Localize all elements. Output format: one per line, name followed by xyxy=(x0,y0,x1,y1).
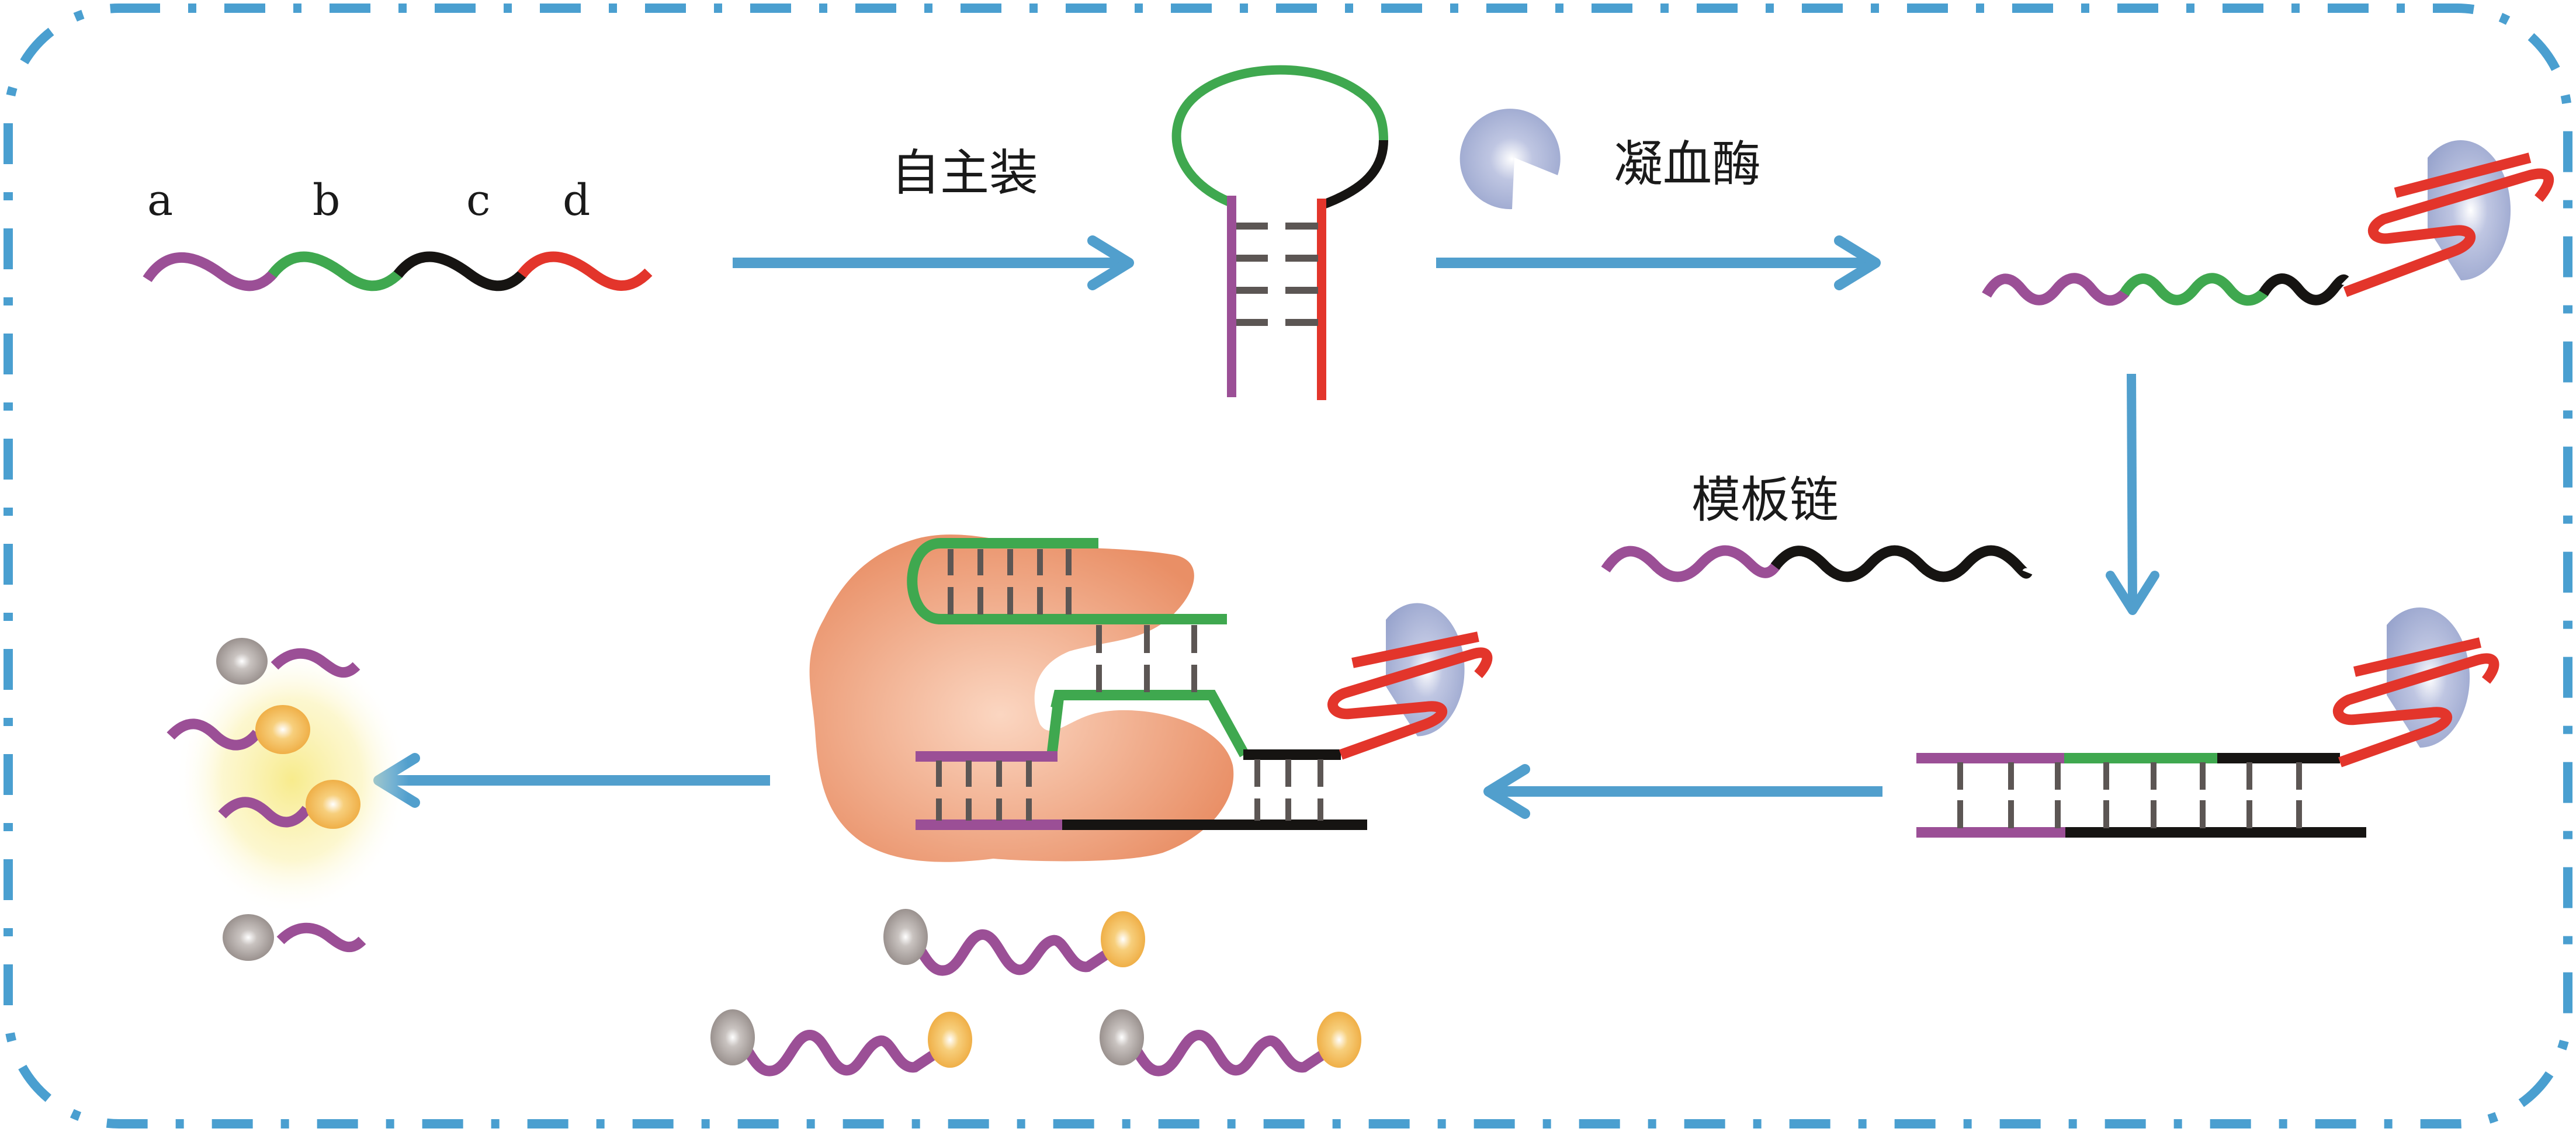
arrow-right-icon xyxy=(1436,235,1881,290)
beacon xyxy=(710,1009,972,1077)
fluorophore xyxy=(928,1012,972,1068)
segment-c xyxy=(2259,273,2349,305)
template-strand-label: 模板链 xyxy=(1691,471,1839,529)
segment-d xyxy=(517,251,653,291)
segment-a xyxy=(1601,545,1781,582)
arrow-left-icon xyxy=(1483,764,1882,819)
hairpin xyxy=(1171,65,1388,400)
segment-a xyxy=(1982,273,2130,306)
released-probe-quenched xyxy=(223,914,366,961)
polymerase-complex xyxy=(809,534,1493,862)
segment-c xyxy=(393,251,527,291)
quencher xyxy=(1100,1009,1144,1065)
aptamer-thrombin-complex xyxy=(1982,140,2554,306)
arrow-down-icon xyxy=(2106,373,2159,615)
segment-b xyxy=(268,251,403,291)
self-assembly-label: 自主装 xyxy=(891,144,1038,202)
template-strand xyxy=(1601,545,2033,582)
label-a: a xyxy=(147,175,173,225)
beacon xyxy=(883,909,1145,976)
arrow-left-icon xyxy=(373,753,770,808)
beacon xyxy=(1100,1009,1361,1077)
label-b: b xyxy=(313,175,340,225)
segment-b xyxy=(2120,273,2269,306)
probe-strand xyxy=(143,251,653,291)
segment-a xyxy=(143,252,278,291)
label-c: c xyxy=(466,175,490,225)
hairpin-loop-b xyxy=(1171,65,1388,208)
fluorescence-signal xyxy=(167,638,409,961)
template-duplex xyxy=(1916,607,2499,838)
thrombin-label: 凝血酶 xyxy=(1614,136,1761,193)
aptamer-d-wrap xyxy=(2343,168,2554,297)
released-probe-fluorescent xyxy=(218,780,360,829)
hairpin-loop-c xyxy=(1319,140,1388,210)
fluorophore xyxy=(1101,911,1145,967)
glow xyxy=(175,645,409,914)
molecular-beacons xyxy=(710,909,1361,1077)
released-probe-quenched xyxy=(216,638,360,685)
segment-c xyxy=(1770,545,2033,582)
label-d: d xyxy=(563,175,590,225)
quencher xyxy=(883,909,928,965)
released-probe-fluorescent xyxy=(167,705,310,754)
thrombin-icon xyxy=(1459,109,1561,210)
frame-border xyxy=(4,4,2572,1128)
fluorophore xyxy=(1317,1012,1361,1068)
quencher xyxy=(710,1009,755,1065)
arrow-right-icon xyxy=(733,235,1134,290)
